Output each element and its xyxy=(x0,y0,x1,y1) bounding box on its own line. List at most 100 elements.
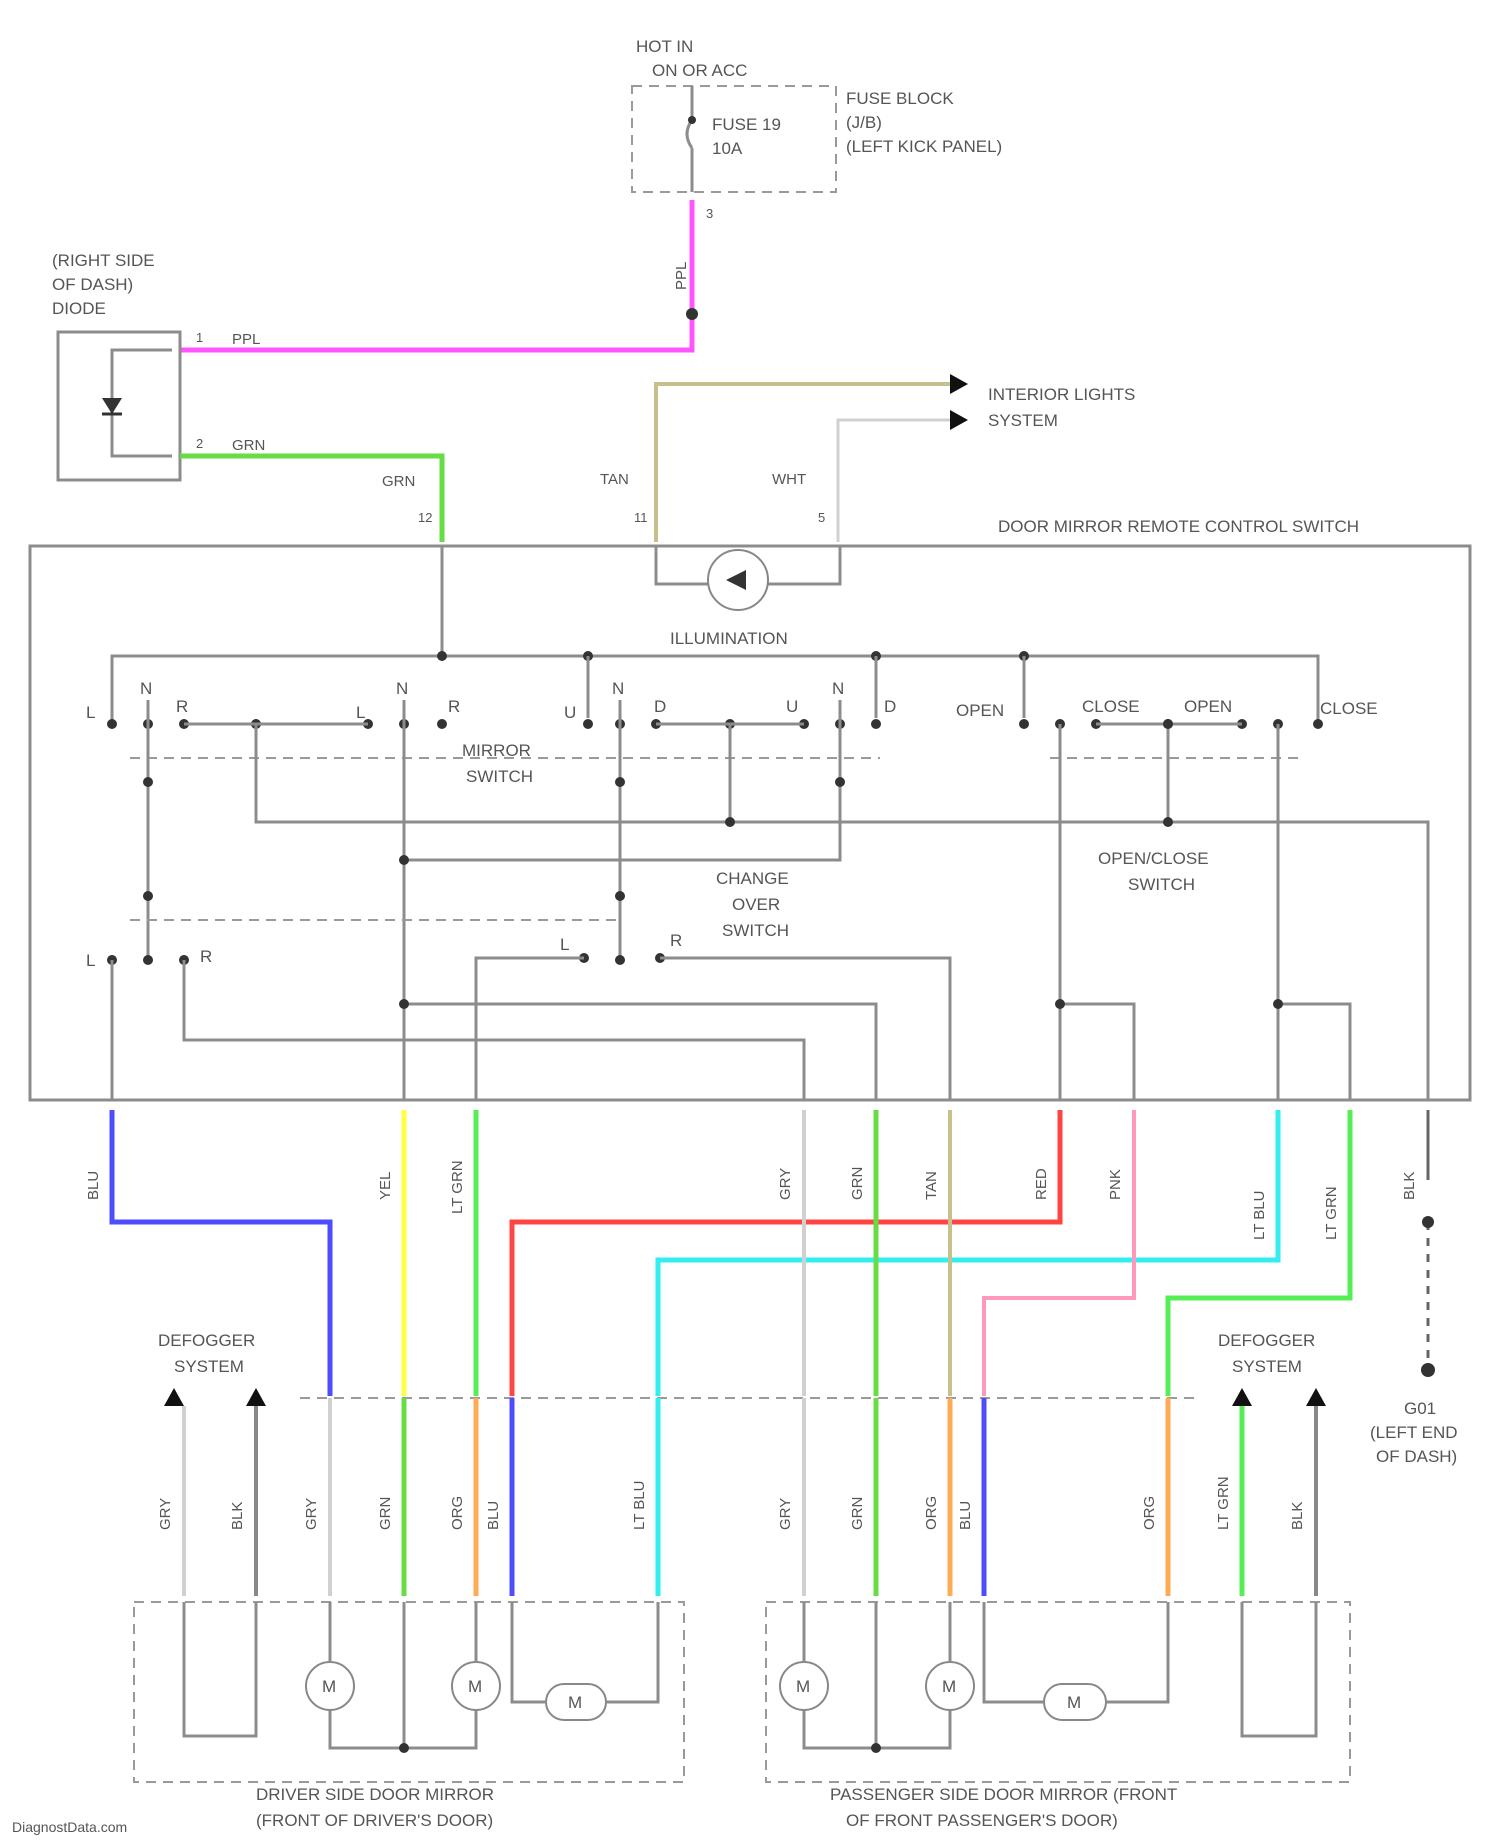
contact-l-1: L xyxy=(86,703,95,722)
arrow-up-icon xyxy=(1232,1388,1252,1406)
driver-mirror-label: DRIVER SIDE DOOR MIRROR xyxy=(256,1785,494,1804)
drv-m3-lead-b xyxy=(606,1602,658,1702)
drv-blu-label: BLU xyxy=(485,1501,502,1530)
drv-m3-lead-a xyxy=(512,1602,546,1702)
pass-m3-lead-b xyxy=(1106,1602,1168,1702)
node xyxy=(725,817,735,827)
fuse-name-label: FUSE 19 xyxy=(712,115,781,134)
pnk-wire-label: PNK xyxy=(1107,1169,1124,1200)
arrow-up-icon xyxy=(1306,1388,1326,1406)
gry-wire-label: GRY xyxy=(777,1168,794,1200)
fuse-block-code-label: (J/B) xyxy=(846,113,882,132)
fuse-block: HOT IN ON OR ACC FUSE 19 10A FUSE BLOCK … xyxy=(632,37,1002,221)
arrow-up-icon xyxy=(164,1388,184,1406)
blu-wire xyxy=(112,1110,330,1396)
switch-title: DOOR MIRROR REMOTE CONTROL SWITCH xyxy=(998,517,1359,536)
defog-gry-label: GRY xyxy=(157,1498,174,1530)
contact-dot xyxy=(143,955,153,965)
contact-dot xyxy=(871,719,881,729)
grn-wire-label-3: GRN xyxy=(849,1167,866,1200)
ppl-wire xyxy=(180,200,692,350)
route-oc-2 xyxy=(1278,1004,1350,1100)
passenger-mirror-label: PASSENGER SIDE DOOR MIRROR (FRONT xyxy=(830,1785,1177,1804)
illumination-label: ILLUMINATION xyxy=(670,629,788,648)
motor-label: M xyxy=(322,1677,336,1696)
defog-blk-label-2: BLK xyxy=(1289,1502,1306,1530)
fuse-pin-label: 3 xyxy=(706,206,713,221)
pass-gry-label: GRY xyxy=(777,1498,794,1530)
diode-label: DIODE xyxy=(52,299,106,318)
defogger-driver: DEFOGGER SYSTEM GRY BLK xyxy=(157,1331,266,1596)
diode-location-line1: (RIGHT SIDE xyxy=(52,251,155,270)
ground-label: G01 xyxy=(1404,1399,1436,1418)
ppl-splice xyxy=(686,308,698,320)
red-wire-label: RED xyxy=(1033,1168,1050,1200)
route-cl xyxy=(476,958,584,1100)
interior-lights-label: INTERIOR LIGHTS xyxy=(988,385,1135,404)
contact-d-1: D xyxy=(654,697,666,716)
node xyxy=(143,777,153,787)
watermark: DiagnostData.com xyxy=(12,1819,127,1835)
tan-wire xyxy=(656,384,950,542)
defogger-passenger: DEFOGGER SYSTEM LT GRN BLK xyxy=(1215,1331,1326,1596)
node xyxy=(615,777,625,787)
wht-wire-label: WHT xyxy=(772,471,806,488)
contact-n-3: N xyxy=(612,679,624,698)
driver-mirror-location: (FRONT OF DRIVER'S DOOR) xyxy=(256,1811,493,1830)
lt-grn-wire-label-1: LT GRN xyxy=(449,1160,466,1214)
contact-u-2: U xyxy=(786,697,798,716)
ppl-wire-label-vertical: PPL xyxy=(673,262,690,290)
contact-open-2: OPEN xyxy=(1184,697,1232,716)
pass-org-label-2: ORG xyxy=(1141,1496,1158,1530)
pass-grn-label: GRN xyxy=(849,1497,866,1530)
motor-label: M xyxy=(1067,1693,1081,1712)
pass-defog-element xyxy=(1242,1602,1316,1736)
interior-lights-system-label: SYSTEM xyxy=(988,411,1058,430)
fuse-terminal-top xyxy=(688,116,696,124)
blu-wire-label: BLU xyxy=(85,1171,102,1200)
on-or-acc-label: ON OR ACC xyxy=(652,61,747,80)
diode-internal-path xyxy=(112,350,172,456)
motor-label: M xyxy=(942,1677,956,1696)
hot-in-label: HOT IN xyxy=(636,37,693,56)
arrow-icon-tan xyxy=(950,374,968,394)
tan-wire-label: TAN xyxy=(600,471,629,488)
open-close-switch-label-2: SWITCH xyxy=(1128,875,1195,894)
fuse-block-label: FUSE BLOCK xyxy=(846,89,954,108)
contact-l-3: L xyxy=(86,951,95,970)
lt-blu-wire xyxy=(658,1110,1278,1396)
grn-wire xyxy=(180,456,442,542)
lt-grn-wire-2 xyxy=(1168,1110,1350,1396)
diode-outline xyxy=(58,332,180,480)
route-oc-1 xyxy=(1060,1004,1134,1100)
node xyxy=(1163,817,1173,827)
open-close-switch-label: OPEN/CLOSE xyxy=(1098,849,1209,868)
diode-location-line2: OF DASH) xyxy=(52,275,133,294)
contact-l-2: L xyxy=(356,703,365,722)
lt-blu-wire-label: LT BLU xyxy=(1251,1191,1268,1240)
contact-open-1: OPEN xyxy=(956,701,1004,720)
defogger-label: DEFOGGER xyxy=(158,1331,255,1350)
drv-org-label: ORG xyxy=(449,1496,466,1530)
contact-dot xyxy=(107,719,117,729)
contact-r-2: R xyxy=(448,697,460,716)
contact-r-1: R xyxy=(176,697,188,716)
contact-l-4: L xyxy=(560,935,569,954)
diode-symbol-icon xyxy=(102,398,122,414)
ppl-wire-label: PPL xyxy=(232,331,260,348)
contact-u-1: U xyxy=(564,703,576,722)
motor-label: M xyxy=(796,1677,810,1696)
mirror-switch-label-2: SWITCH xyxy=(466,767,533,786)
changeover-label: CHANGE xyxy=(716,869,789,888)
changeover-label-3: SWITCH xyxy=(722,921,789,940)
contact-d-2: D xyxy=(884,697,896,716)
contact-r-3: R xyxy=(200,947,212,966)
diode: (RIGHT SIDE OF DASH) DIODE 1 2 xyxy=(52,251,203,480)
mirror-switch-label: MIRROR xyxy=(462,741,531,760)
yel-wire-label: YEL xyxy=(377,1172,394,1200)
drv-grn-label: GRN xyxy=(377,1497,394,1530)
lt-grn-wire-label-2: LT GRN xyxy=(1323,1186,1340,1240)
contact-n-1: N xyxy=(140,679,152,698)
contact-close-2: CLOSE xyxy=(1320,699,1378,718)
